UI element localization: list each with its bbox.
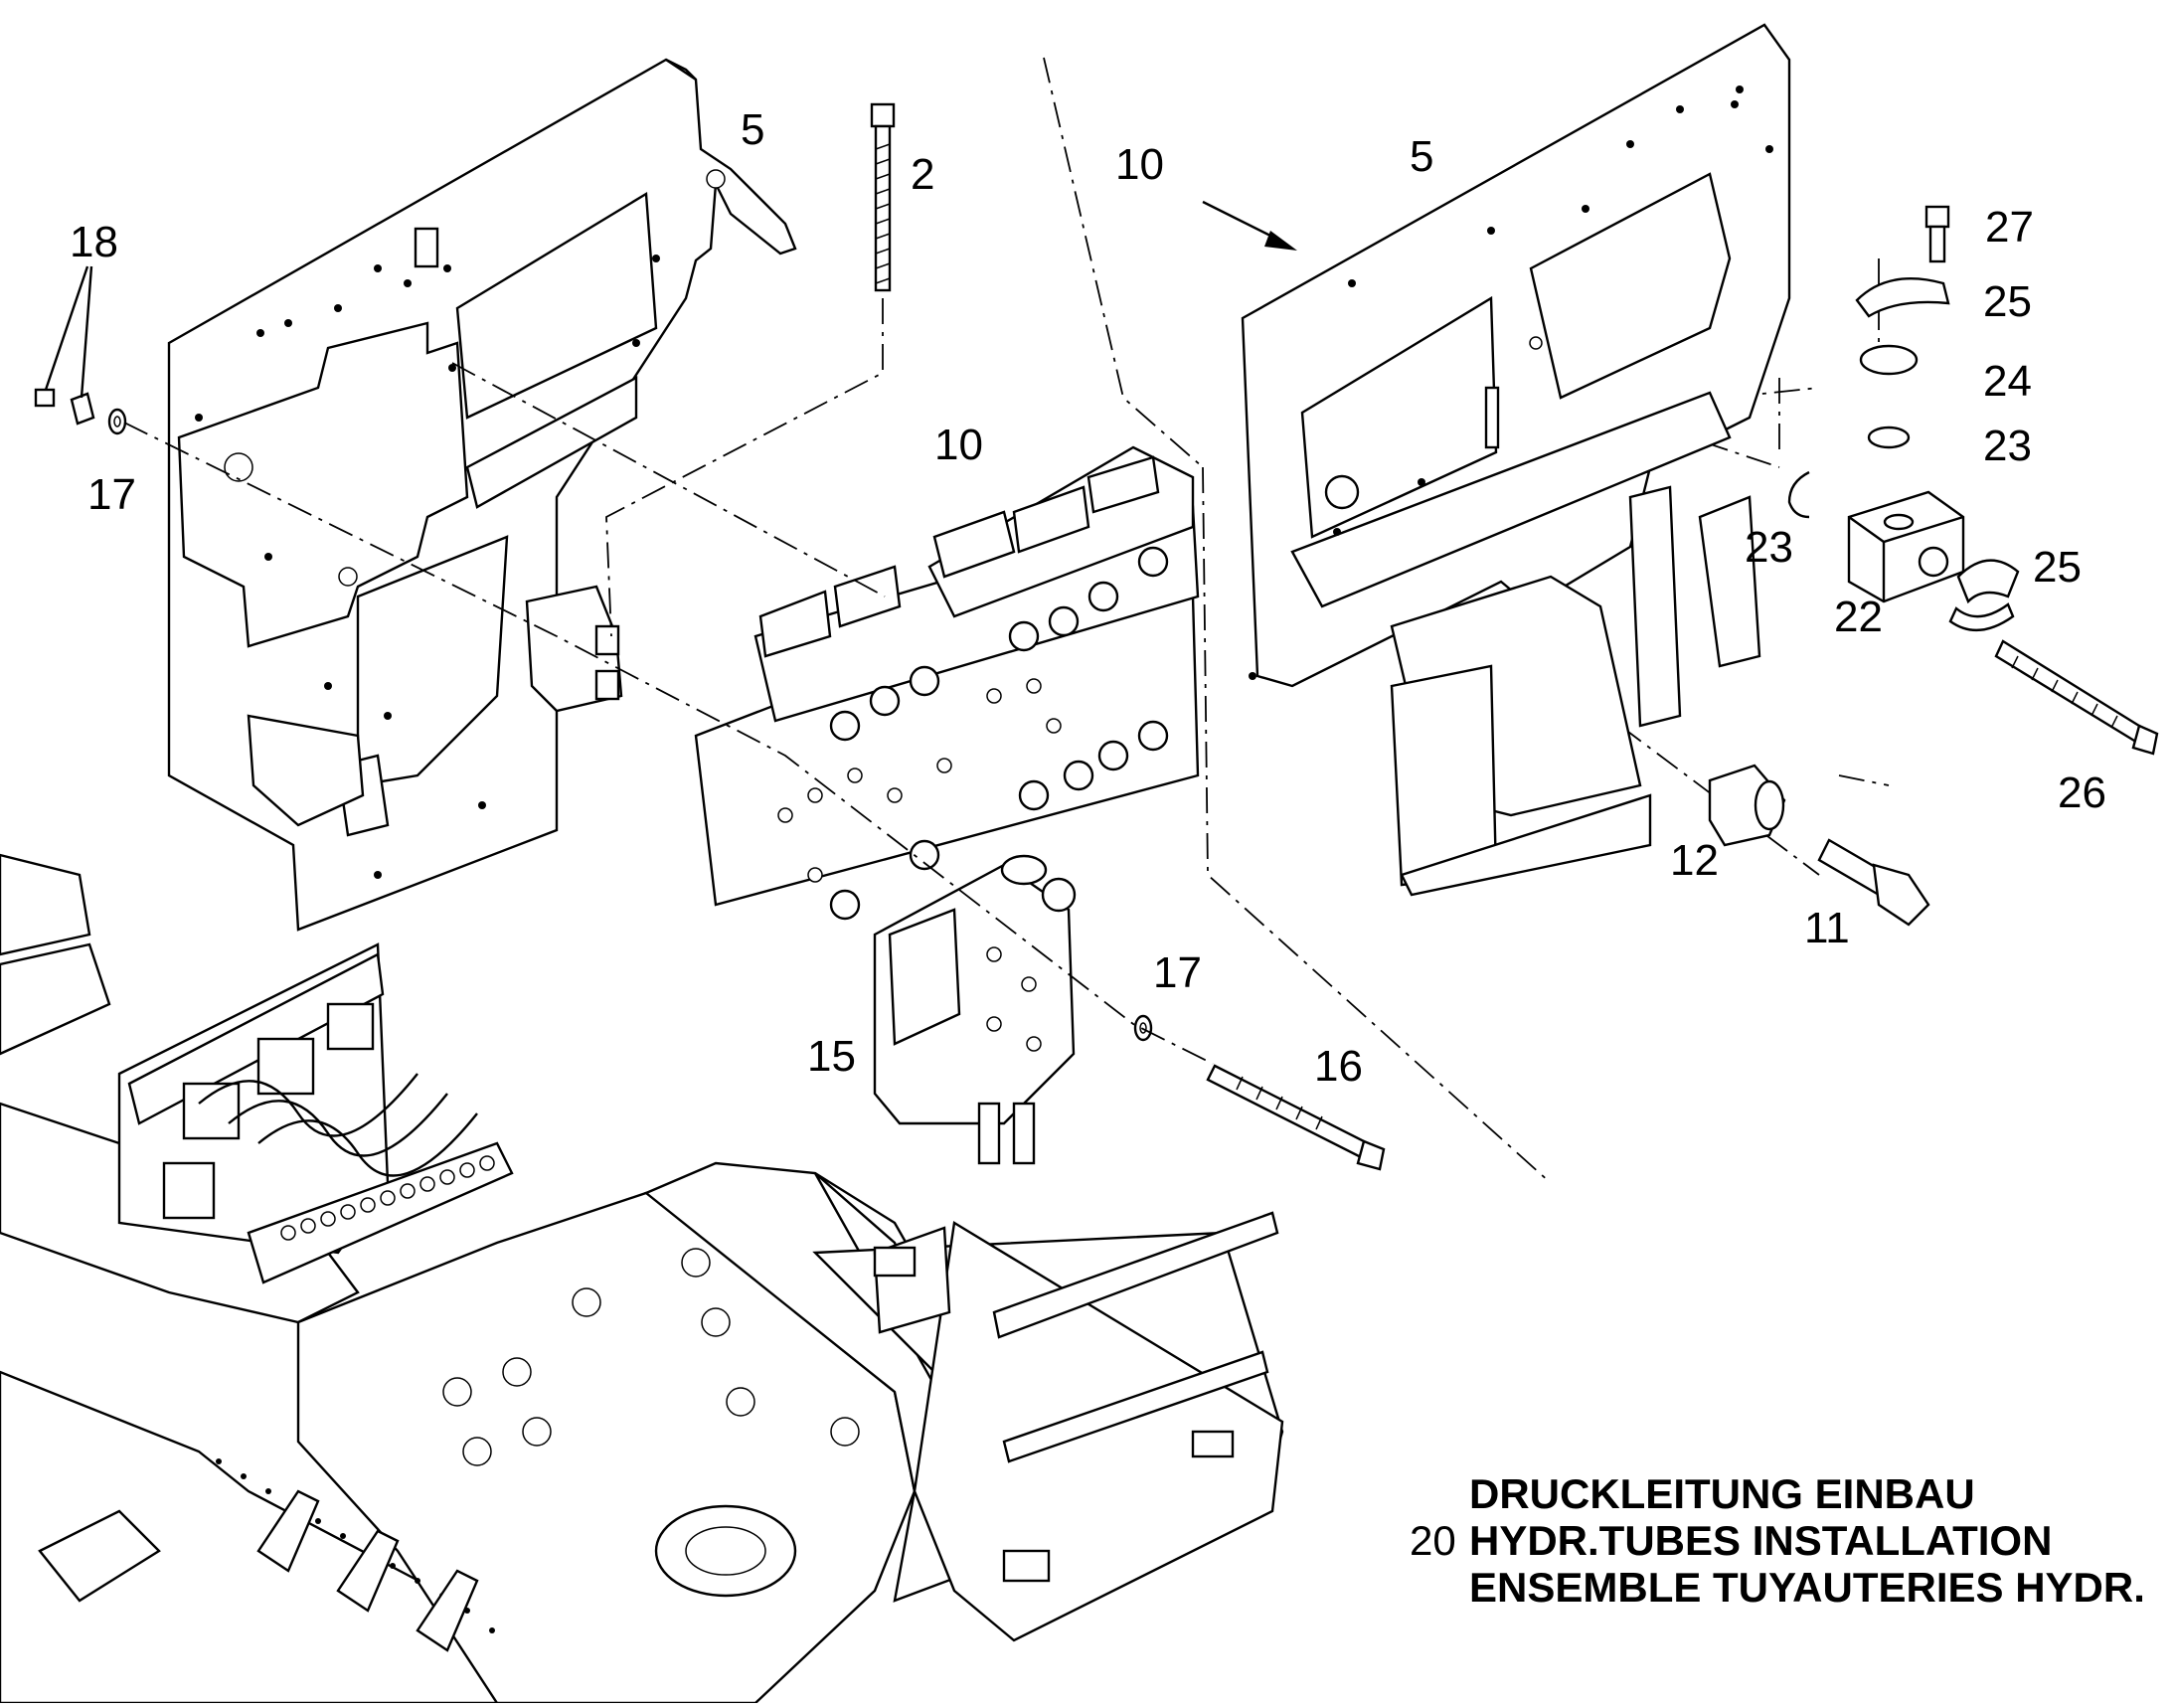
callout-25-top: 25 <box>1983 277 2032 326</box>
callout-24: 24 <box>1983 357 2032 406</box>
callout-12: 12 <box>1670 836 1719 885</box>
callout-5-right: 5 <box>1410 132 1433 181</box>
callout-18: 18 <box>70 218 118 266</box>
callout-16: 16 <box>1314 1042 1363 1091</box>
base-frame-assembly <box>0 853 1284 1705</box>
callout-17-left: 17 <box>87 470 136 519</box>
callout-10-right: 10 <box>1115 140 1164 189</box>
bolt-2 <box>870 102 896 292</box>
right-assembled-plate <box>1241 23 1791 897</box>
plug-24 <box>1859 344 1919 376</box>
bolt-11 <box>1817 838 1930 927</box>
bolt-26 <box>1994 639 2159 756</box>
callout-labels: 5 2 10 5 27 18 25 24 23 17 10 23 25 22 2… <box>70 105 2106 1091</box>
o-ring-23-top <box>1867 426 1911 449</box>
block-22 <box>1847 490 1965 603</box>
callout-17-center: 17 <box>1153 948 1202 997</box>
clip-18 <box>34 388 95 426</box>
figure-number: 20 <box>1410 1517 1456 1564</box>
title-block: DRUCKLEITUNG EINBAU 20 HYDR.TUBES INSTAL… <box>1410 1470 2145 1611</box>
clamp-25-top <box>1855 277 1950 318</box>
callout-2: 2 <box>911 150 934 199</box>
valve-15 <box>873 854 1077 1165</box>
title-line-de: DRUCKLEITUNG EINBAU <box>1469 1470 1975 1517</box>
callout-23-mid: 23 <box>1745 523 1793 572</box>
o-ring-23-mid <box>1787 470 1810 519</box>
bushing-12 <box>1708 764 1786 847</box>
callout-27: 27 <box>1985 203 2034 252</box>
bolt-16 <box>1206 1064 1386 1171</box>
callout-25-mid: 25 <box>2033 543 2082 592</box>
assembly-arrow <box>1202 200 1297 251</box>
callout-26: 26 <box>2058 769 2106 817</box>
washer-17-left <box>107 408 127 435</box>
left-mounting-plate <box>167 58 797 932</box>
clamp-25-mid <box>1948 559 2020 632</box>
callout-5-left: 5 <box>741 105 764 154</box>
bolt-27 <box>1924 205 1950 263</box>
callout-11: 11 <box>1804 904 1850 952</box>
leader-lines-18 <box>44 265 93 399</box>
center-valve-block <box>694 445 1200 921</box>
title-line-en: HYDR.TUBES INSTALLATION <box>1469 1517 2052 1564</box>
left-bracket-block <box>525 585 623 713</box>
callout-15: 15 <box>807 1032 856 1081</box>
callout-10-center: 10 <box>934 421 983 469</box>
callout-23-top: 23 <box>1983 422 2032 470</box>
callout-22: 22 <box>1834 593 1883 641</box>
title-line-fr: ENSEMBLE TUYAUTERIES HYDR. <box>1469 1564 2145 1611</box>
